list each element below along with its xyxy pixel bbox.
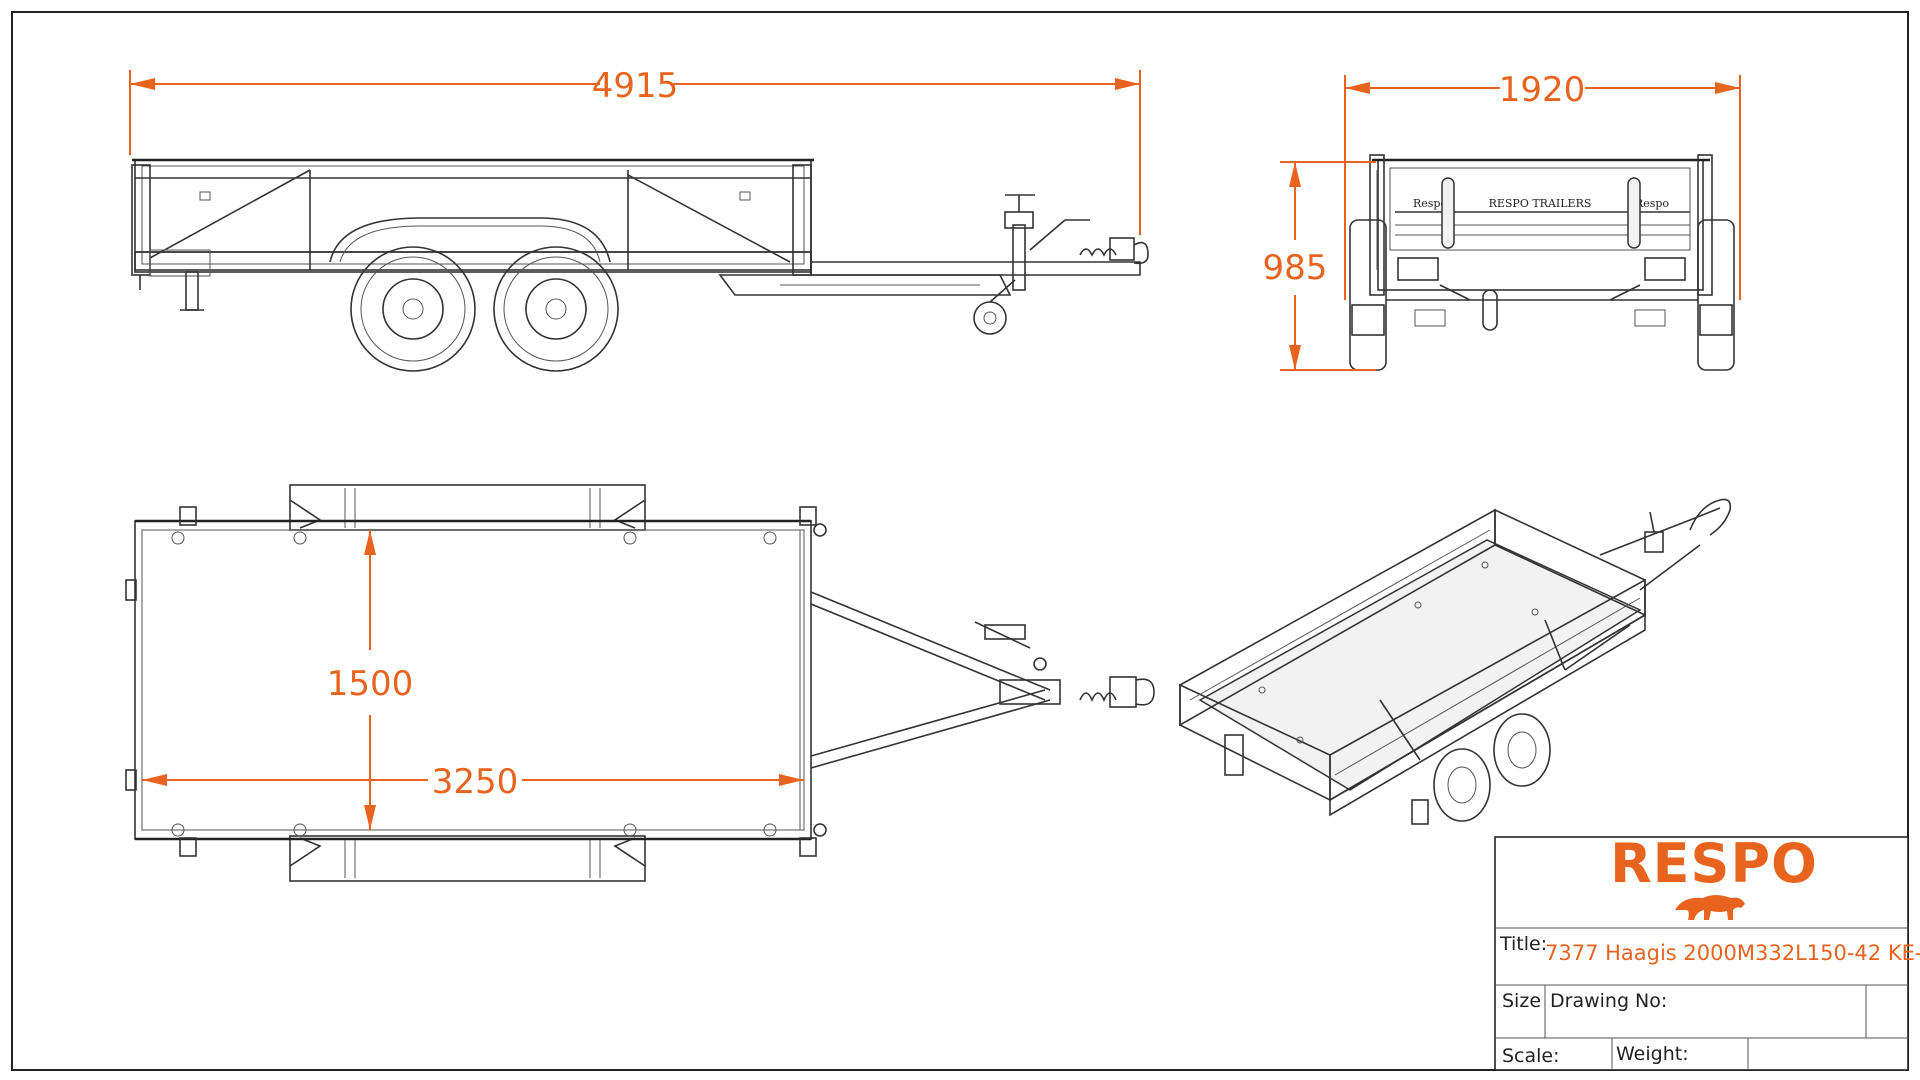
dim-label-4915: 4915	[592, 66, 679, 106]
dim-label-985: 985	[1263, 248, 1328, 288]
title-block-frame	[1494, 836, 1909, 1071]
dim-height: 985	[1263, 161, 1376, 371]
drawing-no-label: Drawing No:	[1550, 990, 1667, 1012]
side-view	[131, 158, 1149, 372]
title-label: Title:	[1499, 933, 1547, 955]
rear-panel-right-text: Respo	[1635, 197, 1669, 210]
rear-view: Respo RESPO TRAILERS Respo	[1349, 154, 1735, 371]
rear-panel-left-text: Respo	[1413, 197, 1447, 210]
dim-box-length: 3250	[142, 762, 804, 802]
scale-label: Scale:	[1502, 1045, 1560, 1067]
title-value: 7377 Haagis 2000M332L150-42 KE-EU1.	[1545, 941, 1920, 965]
size-label: Size	[1502, 990, 1541, 1012]
brand-logo: RESPO	[1610, 832, 1818, 895]
dim-box-width: 1500	[327, 530, 414, 830]
dim-label-1920: 1920	[1499, 70, 1586, 110]
dim-overall-width: 1920	[1344, 70, 1741, 300]
sheet-border	[11, 11, 1909, 1071]
dim-overall-length: 4915	[129, 66, 1141, 235]
rear-panel-center-text: RESPO TRAILERS	[1489, 197, 1592, 210]
weight-label: Weight:	[1616, 1043, 1689, 1065]
dim-label-3250: 3250	[432, 762, 519, 802]
isometric-view	[1179, 498, 1732, 825]
brand-animal-icon	[1675, 895, 1745, 920]
dim-label-1500: 1500	[327, 664, 414, 704]
title-block: RESPO Title: 7377 Haagis 2000M332L150-42…	[1494, 832, 1920, 1071]
top-view	[125, 484, 1155, 882]
